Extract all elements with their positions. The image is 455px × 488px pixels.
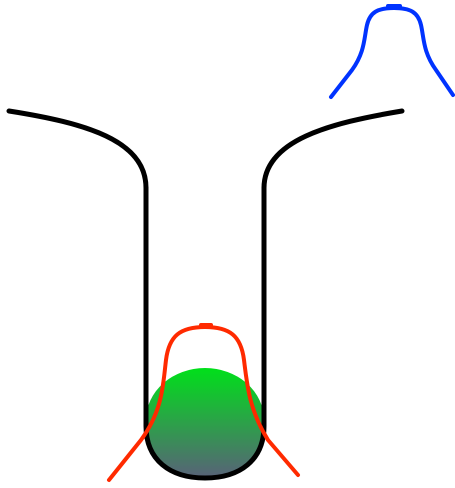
- well-right-rim: [264, 111, 402, 188]
- free-wavefunction: [331, 8, 453, 97]
- well-left-rim: [9, 111, 146, 188]
